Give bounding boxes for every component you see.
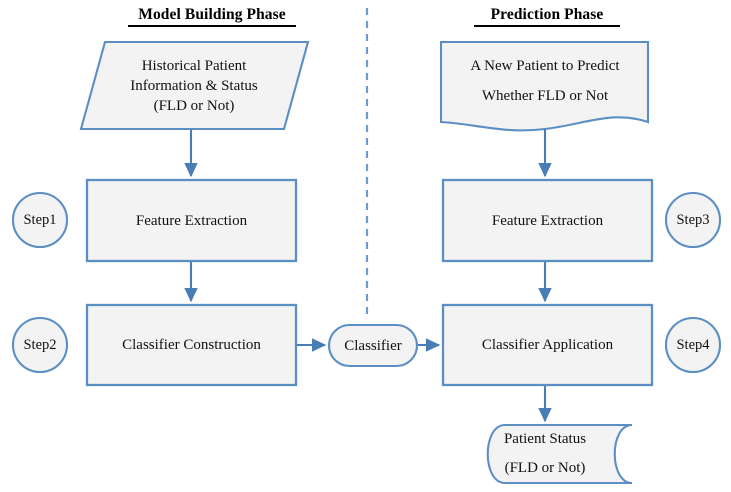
step-badge-step4-shape[interactable]	[664, 316, 722, 374]
node-feature-extraction-left-shape[interactable]	[85, 178, 298, 263]
node-classifier-construction-shape[interactable]	[85, 303, 298, 387]
step-badge-step3-shape[interactable]	[664, 191, 722, 249]
node-historical-data-shape[interactable]	[79, 40, 310, 131]
node-new-patient-shape[interactable]	[439, 40, 650, 132]
node-feature-extraction-right-shape[interactable]	[441, 178, 654, 263]
node-classifier-application-shape[interactable]	[441, 303, 654, 387]
step-badge-step1-shape[interactable]	[11, 191, 69, 249]
node-patient-status-shape[interactable]	[486, 423, 633, 485]
step-badge-step2-shape[interactable]	[11, 316, 69, 374]
phase-title-right: Prediction Phase	[474, 5, 620, 27]
node-classifier-shape[interactable]	[327, 323, 419, 368]
phase-title-left: Model Building Phase	[128, 5, 296, 27]
